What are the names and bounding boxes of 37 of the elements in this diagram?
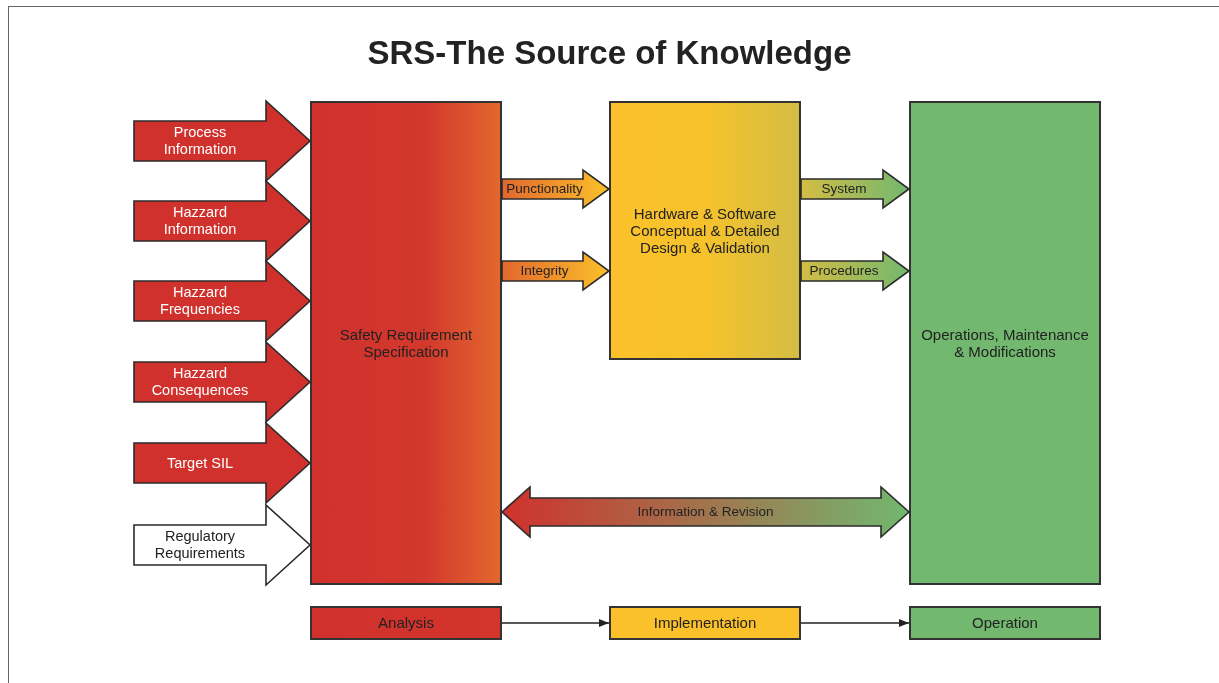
node-label: Operation — [971, 614, 1039, 632]
edge-label: Regulatory Requirements — [153, 528, 247, 562]
diagram-title: SRS-The Source of Knowledge — [366, 34, 853, 72]
block-arrow — [501, 168, 611, 210]
block-arrow — [133, 421, 312, 505]
edge-label: Hazzard Information — [162, 204, 238, 238]
block-arrow — [501, 250, 611, 292]
node-label: Hardware & Software Conceptual & Detailed Design & Validation — [629, 204, 781, 257]
edge-label: Process Information — [162, 124, 238, 158]
edge-label: Procedures — [809, 263, 879, 279]
node-label: Safety Requirement Specification — [338, 325, 474, 361]
edge-label: Information & Revision — [637, 504, 774, 520]
edge-label: Hazzard Consequences — [150, 365, 250, 399]
process-box — [909, 101, 1101, 585]
block-arrow — [800, 168, 911, 210]
block-arrow — [133, 179, 312, 263]
arrow — [800, 619, 910, 627]
phase-box — [310, 606, 502, 640]
arrow — [501, 619, 610, 627]
edge-label: System — [821, 181, 867, 197]
edge-label: Target SIL — [165, 454, 235, 472]
edge-label: Punctionality — [506, 181, 583, 197]
process-box — [310, 101, 502, 585]
phase-box — [609, 606, 801, 640]
edge-label: Integrity — [520, 263, 569, 279]
block-arrow — [133, 259, 312, 343]
block-arrow — [133, 99, 312, 183]
block-arrow — [800, 250, 911, 292]
block-arrow — [133, 340, 312, 424]
node-label: Implementation — [652, 614, 758, 632]
node-label: Analysis — [377, 614, 435, 632]
edge-label: Hazzard Frequencies — [159, 284, 241, 318]
node-label: Operations, Maintenance & Modifications — [920, 325, 1090, 361]
phase-box — [909, 606, 1101, 640]
block-arrow — [500, 485, 911, 539]
process-box — [609, 101, 801, 360]
block-arrow — [133, 503, 312, 587]
